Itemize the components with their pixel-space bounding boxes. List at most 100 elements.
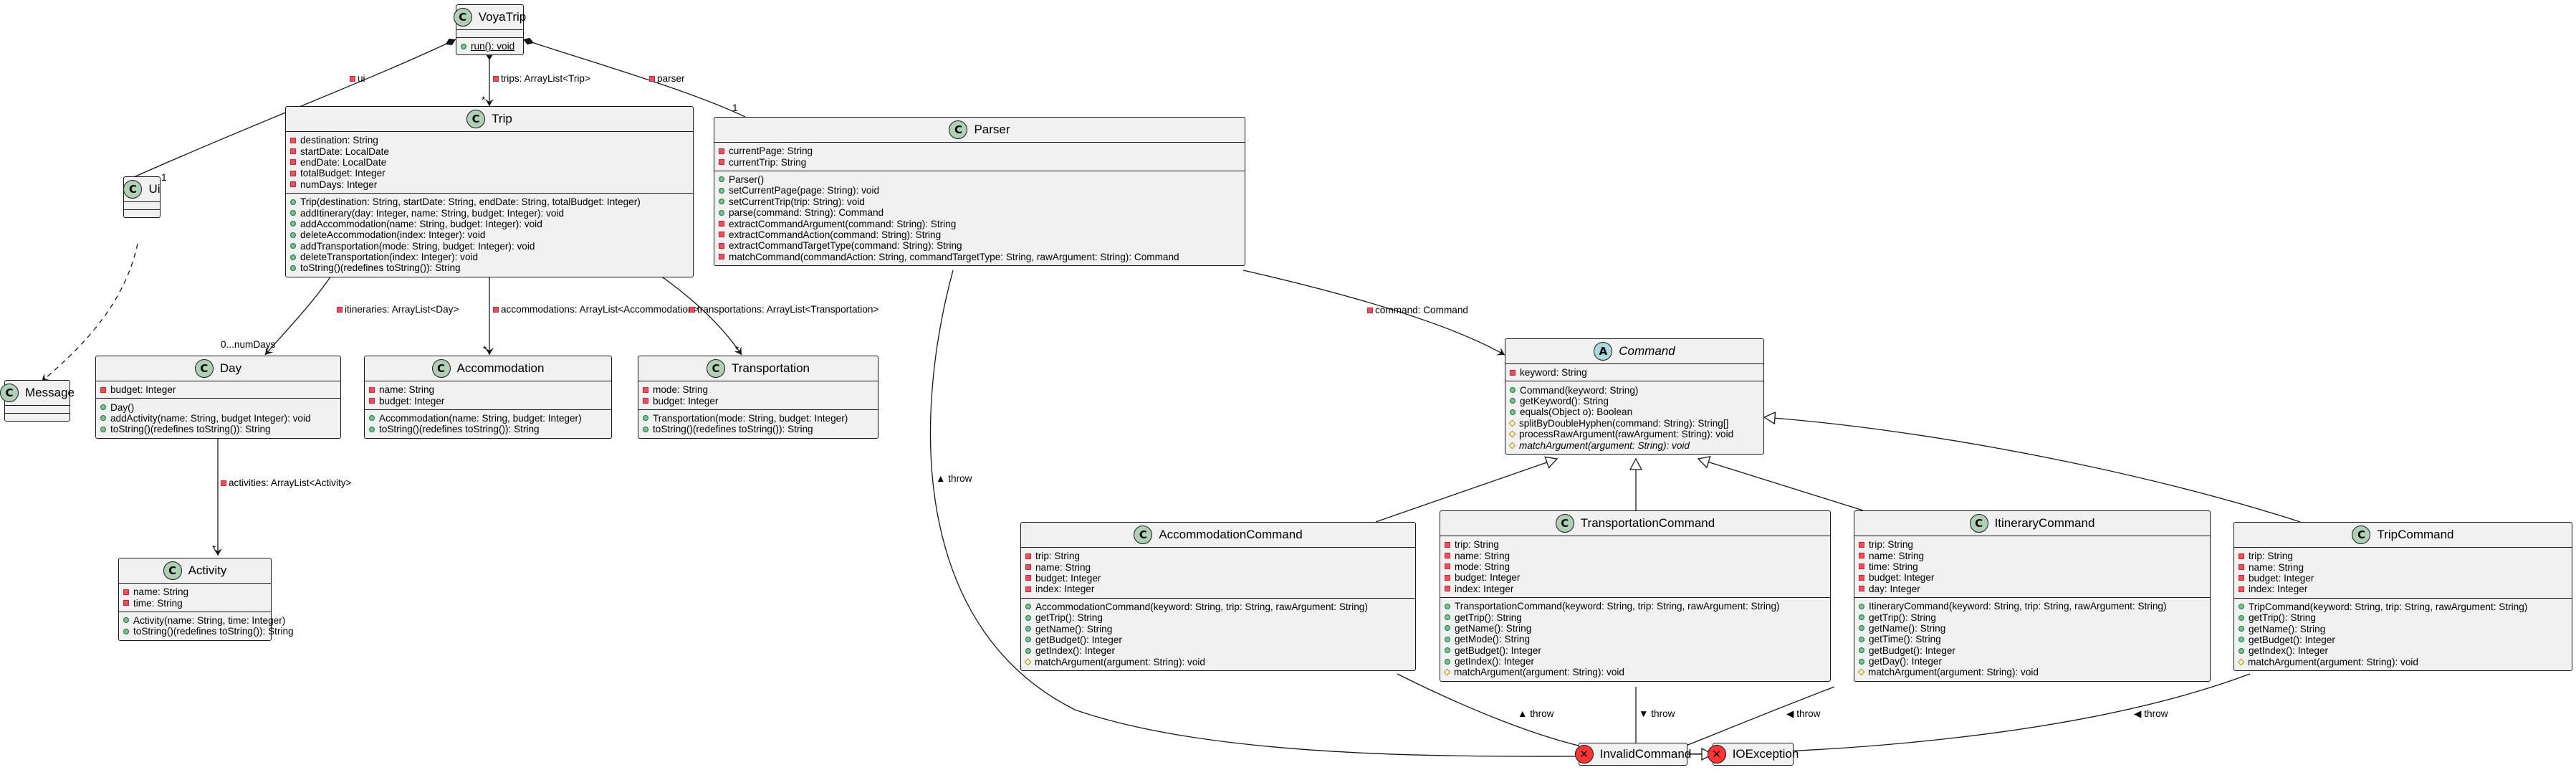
edge-trip-day xyxy=(264,267,337,356)
public-visibility-icon xyxy=(100,415,106,422)
method-text: addActivity(name: String, budget Integer… xyxy=(110,412,311,424)
public-visibility-icon xyxy=(719,209,724,216)
attribute-text: budget: Integer xyxy=(653,395,719,406)
method-text: Command(keyword: String) xyxy=(1520,384,1639,396)
edge-label-activities: activities: ArrayList<Activity> xyxy=(221,477,352,488)
edge-label-ui: ui xyxy=(350,73,365,84)
attribute: trip: String xyxy=(1445,539,1826,550)
attribute-text: name: String xyxy=(1035,561,1091,573)
method-text: getKeyword(): String xyxy=(1520,395,1609,406)
private-visibility-icon xyxy=(1445,541,1450,548)
method-section: TripCommand(keyword: String, trip: Strin… xyxy=(2234,597,2572,670)
class-badge-icon: C xyxy=(949,120,968,139)
attribute-text: name: String xyxy=(1455,550,1510,561)
exception-badge-icon: ✕ xyxy=(1707,745,1726,764)
method-section: TransportationCommand(keyword: String, t… xyxy=(1440,596,1830,681)
method: matchArgument(argument: String): void xyxy=(2237,657,2567,667)
private-visibility-icon xyxy=(643,386,648,393)
attribute-text: name: String xyxy=(379,384,435,396)
public-visibility-icon xyxy=(290,221,296,227)
class-ioexception[interactable]: ✕IOException xyxy=(1707,743,1799,766)
edge-mult-ui: 1 xyxy=(161,172,167,183)
attribute-text: budget: Integer xyxy=(1455,572,1521,584)
protected-visibility-icon xyxy=(1508,430,1516,438)
method-section: ItineraryCommand(keyword: String, trip: … xyxy=(1854,596,2210,681)
private-visibility-icon xyxy=(290,170,296,176)
edge-label-command: command: Command xyxy=(1367,305,1468,315)
private-visibility-icon xyxy=(100,386,106,393)
public-visibility-icon xyxy=(2239,637,2244,643)
method-text: matchArgument(argument: String): void xyxy=(1454,667,1624,678)
public-visibility-icon xyxy=(1859,658,1864,665)
public-visibility-icon xyxy=(461,43,466,49)
method: Transportation(mode: String, budget: Int… xyxy=(643,413,873,424)
ioexception-header: ✕IOException xyxy=(1707,743,1799,765)
method: getDay(): Integer xyxy=(1859,656,2206,667)
class-name: TripCommand xyxy=(2377,528,2454,541)
method-text: getName(): String xyxy=(1455,622,1532,634)
protected-visibility-icon xyxy=(1024,658,1032,666)
attribute: mode: String xyxy=(643,384,873,395)
method-text: setCurrentTrip(trip: String): void xyxy=(729,196,865,207)
public-visibility-icon xyxy=(2239,647,2244,654)
public-visibility-icon xyxy=(1859,636,1864,642)
attribute-text: index: Integer xyxy=(1035,584,1095,595)
method-text: addTransportation(mode: String, budget: … xyxy=(300,240,535,252)
method-text: deleteTransportation(index: Integer): vo… xyxy=(300,252,479,263)
public-visibility-icon xyxy=(1445,658,1450,665)
method-text: addAccommodation(name: String, budget: I… xyxy=(300,218,542,229)
method-text: getTrip(): String xyxy=(1455,612,1522,623)
public-visibility-icon xyxy=(2239,604,2244,610)
attribute-text: budget: Integer xyxy=(1035,572,1101,584)
private-visibility-icon xyxy=(2239,586,2244,592)
method: matchArgument(argument: String): void xyxy=(1024,657,1411,667)
class-invalidcommand[interactable]: ✕InvalidCommand xyxy=(1574,743,1691,766)
method-section: Transportation(mode: String, budget: Int… xyxy=(638,409,878,438)
class-name: TransportationCommand xyxy=(1580,516,1715,530)
attribute: name: String xyxy=(1445,550,1826,561)
class-badge-icon: C xyxy=(1134,525,1153,544)
method-text: toString()(redefines toString()): String xyxy=(110,424,271,435)
attribute-text: trip: String xyxy=(2249,551,2293,562)
method: Accommodation(name: String, budget: Inte… xyxy=(369,413,607,424)
class-name: AccommodationCommand xyxy=(1159,528,1303,541)
private-visibility-icon xyxy=(719,221,724,227)
attribute: budget: Integer xyxy=(369,395,607,406)
attribute-text: currentTrip: String xyxy=(729,156,807,168)
edge-mult-itineraries: 0...numDays xyxy=(221,339,276,350)
method: addTransportation(mode: String, budget: … xyxy=(290,241,689,252)
method-text: toString()(redefines toString()): String xyxy=(300,262,461,274)
method-text: Activity(name: String, time: Integer) xyxy=(133,614,286,626)
method: AccommodationCommand(keyword: String, tr… xyxy=(1025,601,1411,612)
attribute: budget: Integer xyxy=(1859,572,2206,583)
edge-label-transportations: transportations: ArrayList<Transportatio… xyxy=(689,304,878,315)
edge-mult-trips: * xyxy=(482,95,486,105)
attribute: name: String xyxy=(369,384,607,395)
attribute-section: keyword: String xyxy=(1505,363,1763,381)
public-visibility-icon xyxy=(719,199,724,205)
method-text: getIndex(): Integer xyxy=(1035,645,1116,657)
attribute-text: totalBudget: Integer xyxy=(300,168,386,179)
private-visibility-icon xyxy=(1859,553,1864,559)
method: getKeyword(): String xyxy=(1510,396,1759,406)
public-visibility-icon xyxy=(719,187,724,194)
attribute: budget: Integer xyxy=(100,384,336,395)
